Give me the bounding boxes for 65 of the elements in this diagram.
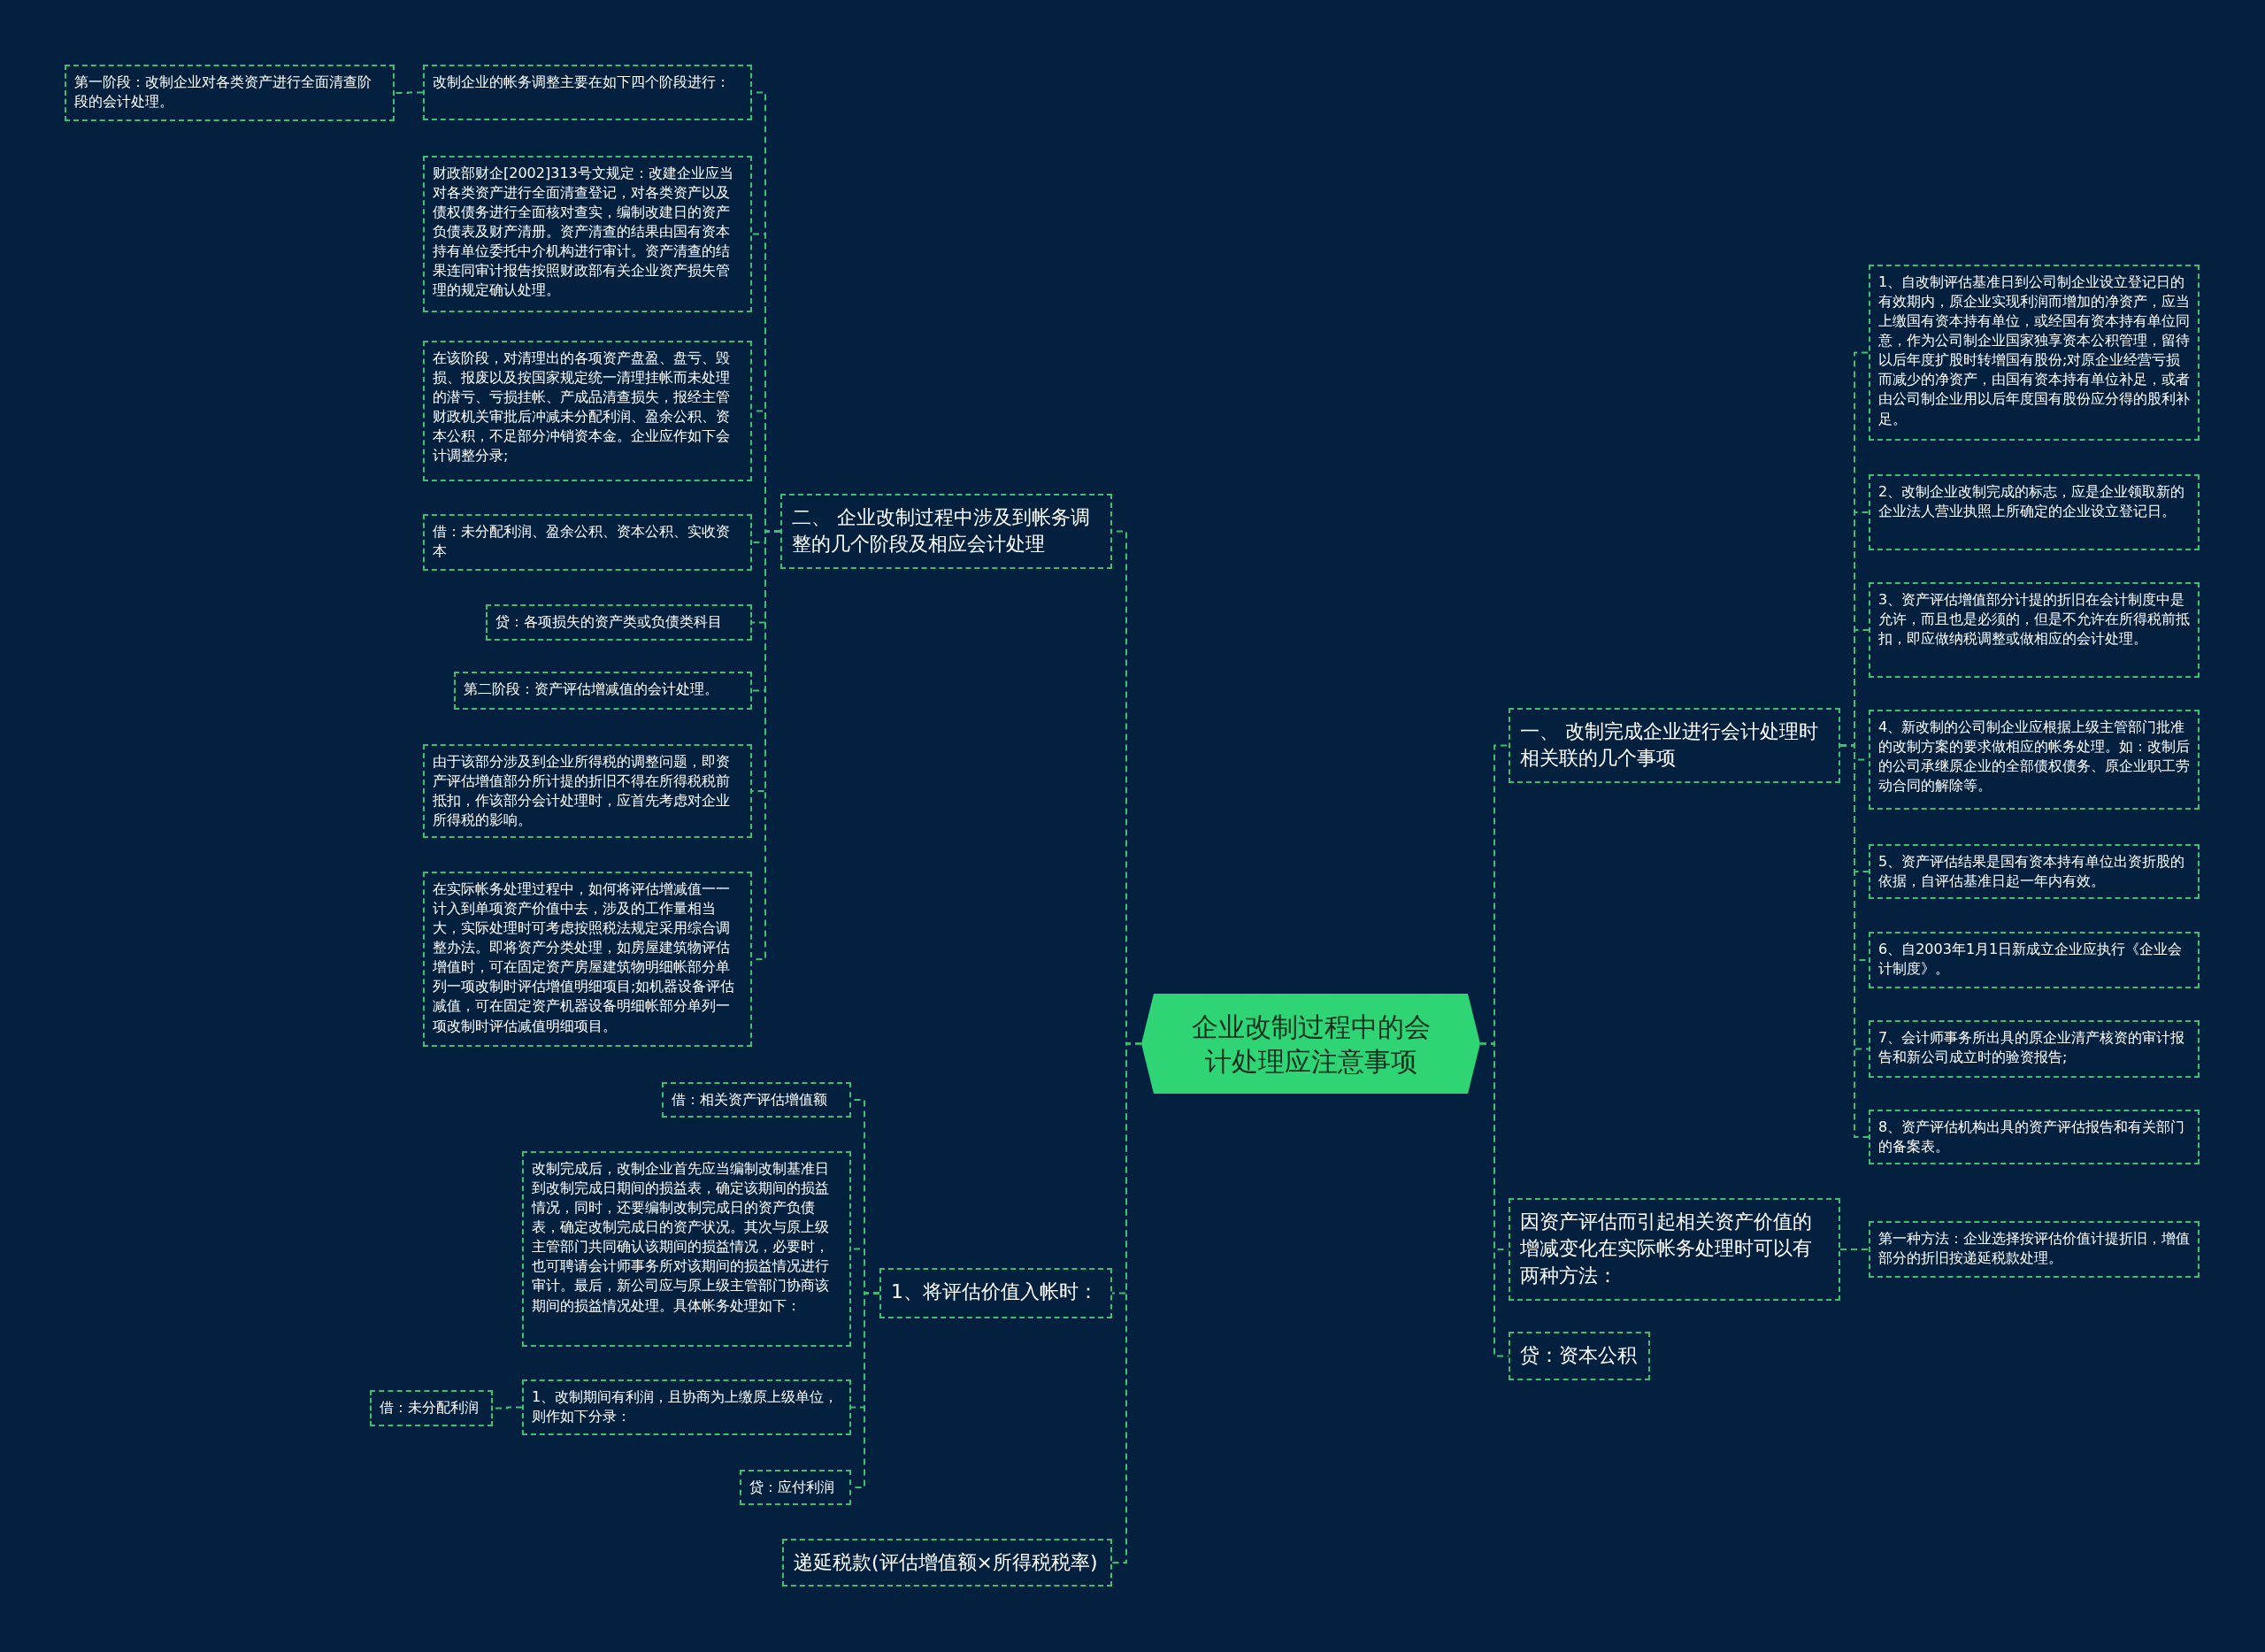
topic-box (740, 1470, 851, 1506)
topic-text: 借：相关资产评估增值额 (672, 1090, 828, 1110)
topic-title: 企业改制过程中的会计处理应注意事项 (1190, 1010, 1432, 1079)
topic-text: 借：未分配利润、盈余公积、资本公积、实收资本 (433, 522, 731, 562)
topic-box (423, 341, 752, 481)
topic-box (1869, 474, 2200, 550)
topic-text: 财政部财企[2002]313号文规定：改建企业应当对各类资产进行全面清查登记，对各类资产以及债权债务进行全面核对查实，编制改建日的资产负债表及财产清册。资产清查的结果由国有资本持有单位委托中介机构进行审计。资产清查的结果连同审计报告按照财政部有关企业资产损失管理的规定确认处理。 (433, 164, 734, 301)
topic-box (782, 1539, 1112, 1587)
topic-text: 贷：资本公积 (1520, 1343, 1638, 1368)
topic-text: 7、会计师事务所出具的原企业清产核资的审计报告和新公司成立时的验资报告; (1878, 1028, 2186, 1068)
topic-text: 一、 改制完成企业进行会计处理时相关联的几个事项 (1520, 719, 1819, 772)
topic-box (1869, 1020, 2200, 1078)
topic-text: 在实际帐务处理过程中，如何将评估增减值一一计入到单项资产价值中去，涉及的工作量相当大，实际处理时可考虑按照税法规定采用综合调整办法。即将资产分类处理，如房屋建筑物评估增值时，可在固定资产房屋建筑物明细帐部分单列一项改制时评估增值明细项目;如机器设备评估减值，可在固定资产机器设备明细帐部分单列一项改制时评估减值明细项目。 (433, 880, 736, 1036)
topic-box (879, 1268, 1112, 1318)
topic-text: 1、将评估价值入帐时： (891, 1279, 1099, 1304)
topic-text: 8、资产评估机构出具的资产评估报告和有关部门的备案表。 (1878, 1118, 2186, 1157)
topic-text: 4、新改制的公司制企业应根据上级主管部门批准的改制方案的要求做相应的帐务处理。如：改制后的公司承继原企业的全部债权债务、原企业职工劳动合同的解除等。 (1878, 718, 2190, 796)
topic-box (780, 494, 1112, 569)
topic-text: 递延税款(评估增值额×所得税税率) (794, 1550, 1099, 1575)
topic-box (423, 65, 752, 120)
topic-box (1869, 844, 2200, 900)
topic-box (423, 514, 752, 571)
topic-box (65, 65, 395, 121)
topic-box (423, 872, 752, 1047)
topic-text: 第二阶段：资产评估增减值的会计处理。 (464, 680, 719, 699)
topic-text: 贷：应付利润 (749, 1478, 835, 1497)
topic-box (522, 1151, 851, 1347)
topic-box (1509, 1198, 1840, 1301)
topic-box (454, 672, 752, 710)
topic-box (522, 1379, 851, 1435)
connector-line (394, 91, 424, 94)
topic-text: 改制完成后，改制企业首先应当编制改制基准日到改制完成日期间的损益表，确定该期间的损益情况，同时，还要编制改制完成日的资产负债表，确定改制完成日的资产状况。其次与原上级主管部门共同确认该期间的损益情况，必要时，也可聘请会计师事务所对该期间的损益情况进行审计。最后，新公司应与原上级主管部门协商该期间的损益情况处理。具体帐务处理如下： (532, 1159, 830, 1316)
topic-text: 6、自2003年1月1日新成立企业应执行《企业会计制度》。 (1878, 940, 2184, 980)
topic-box (1869, 932, 2200, 988)
topic-box (1869, 1110, 2200, 1165)
topic-text: 由于该部分涉及到企业所得税的调整问题，即资产评估增值部分所计提的折旧不得在所得税税前抵扣，作该部分会计处理时，应首先考虑对企业所得税的影响。 (433, 752, 731, 831)
topic-box (370, 1390, 493, 1426)
topic-text: 第一阶段：改制企业对各类资产进行全面清查阶段的会计处理。 (74, 73, 372, 112)
topic-box (423, 156, 752, 312)
topic-text: 5、资产评估结果是国有资本持有单位出资折股的依据，自评估基准日起一年内有效。 (1878, 852, 2186, 892)
connector-line (1839, 744, 1870, 1138)
topic-box (1869, 265, 2200, 441)
topic-box (1509, 708, 1840, 783)
topic-box (662, 1082, 851, 1118)
topic-text: 二、 企业改制过程中涉及到帐务调整的几个阶段及相应会计处理 (792, 505, 1091, 557)
topic-text: 改制企业的帐务调整主要在如下四个阶段进行： (433, 73, 731, 92)
topic-box (423, 744, 752, 839)
topic-box (1869, 1221, 2200, 1278)
connector-line (1479, 1042, 1509, 1357)
topic-text: 1、自改制评估基准日到公司制企业设立登记日的有效期内，原企业实现利润而增加的净资产，应当上缴国有资本持有单位，或经国有资本持有单位同意，作为公司制企业国家独享资本公积管理，留待以后年度扩股时转增国有股份;对原企业经营亏损而减少的净资产，由国有资本持有单位补足，或者由公司制企业用以后年度国有股份应分得的股利补足。 (1878, 273, 2190, 429)
topic-text: 借：未分配利润 (380, 1398, 480, 1418)
topic-box (1869, 710, 2200, 810)
connector-line (1111, 1042, 1142, 1564)
topic-box (1509, 1332, 1650, 1380)
topic-text: 贷：各项损失的资产类或负债类科目 (495, 612, 723, 632)
topic-text: 因资产评估而引起相关资产价值的增减变化在实际帐务处理时可以有两种方法： (1520, 1210, 1813, 1288)
topic-box (486, 604, 752, 641)
central-topic (1141, 994, 1480, 1094)
topic-text: 1、改制期间有利润，且协商为上缴原上级单位，则作如下分录： (532, 1387, 840, 1427)
topic-text: 2、改制企业改制完成的标志，应是企业领取新的企业法人营业执照上所确定的企业设立登记日。 (1878, 482, 2186, 522)
topic-text: 3、资产评估增值部分计提的折旧在会计制度中是允许，而且也是必须的，但是不允许在所得税前抵扣，即应做纳税调整或做相应的会计处理。 (1878, 590, 2190, 649)
topic-text: 第一种方法：企业选择按评估价值计提折旧，增值部分的折旧按递延税款处理。 (1878, 1229, 2190, 1269)
topic-box (1869, 582, 2200, 678)
topic-text: 在该阶段，对清理出的各项资产盘盈、盘亏、毁损、报废以及按国家规定统一清理挂帐而未处理的潜亏、亏损挂帐、产成品清查损失，报经主管财政机关审批后冲减未分配利润、盈余公积、资本公积，不足部分冲销资本金。企业应作如下会计调整分录; (433, 349, 731, 466)
connector-line (1839, 1249, 1870, 1250)
